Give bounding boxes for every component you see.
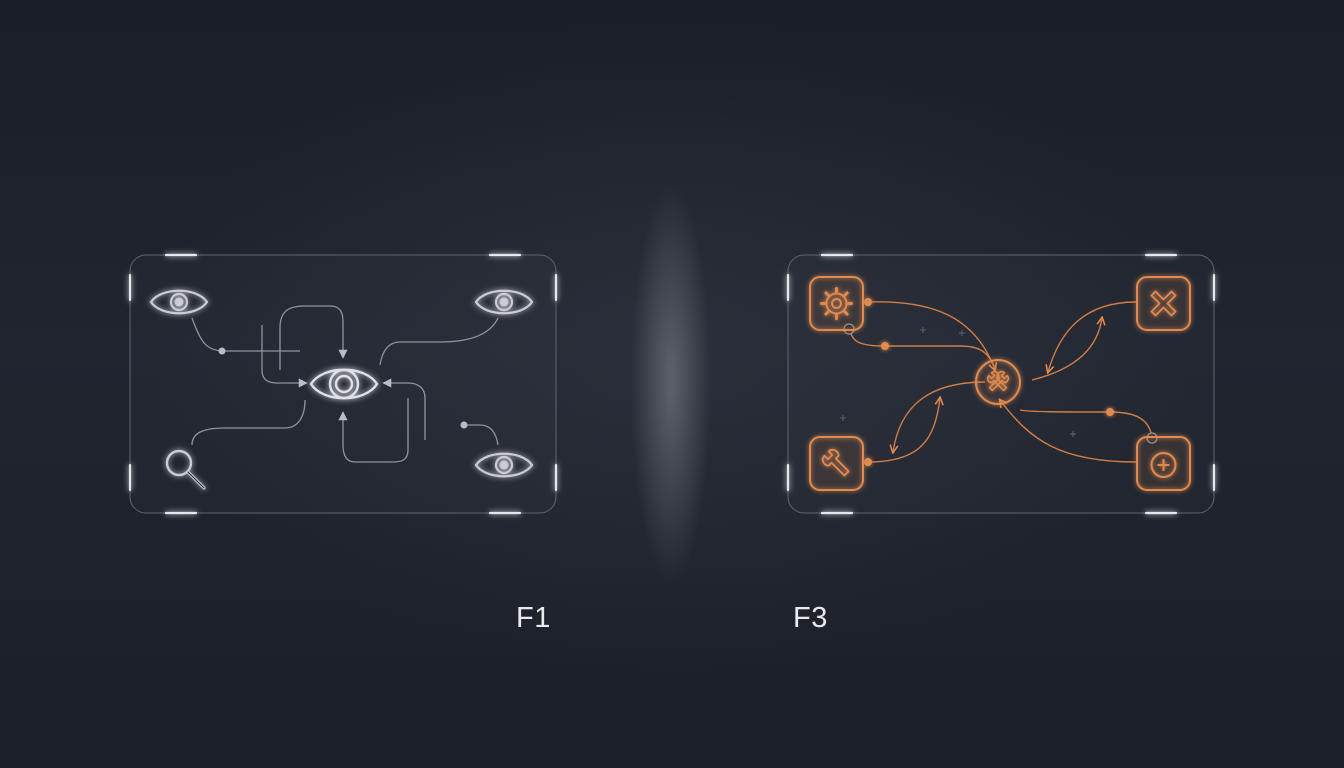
gear-node: [809, 276, 864, 331]
connector-bottom-loop: [338, 398, 409, 463]
connector-plus-to-center: [1000, 400, 1137, 463]
connector-dot: [864, 458, 872, 466]
connector-topleft-arrow: [261, 325, 308, 388]
eye-icon: [474, 452, 534, 478]
eye-icon: [149, 289, 209, 315]
gear-icon: [820, 287, 853, 320]
connector-center-to-close: [1031, 318, 1102, 381]
connector-dot: [881, 342, 889, 350]
plus-circle-icon: [1150, 452, 1177, 478]
tools-icon: [986, 370, 1010, 392]
left-panel: [128, 253, 558, 515]
right-connectors: [849, 301, 1153, 463]
left-panel-corner-accents: [128, 253, 558, 515]
connector-bottomleft-to-center: [191, 399, 306, 446]
center-tools-node: [975, 359, 1021, 405]
eye-icon: [474, 289, 534, 315]
right-panel-corner-accents: [786, 253, 1216, 515]
right-panel-frame: [787, 254, 1215, 514]
connector-dot: [864, 298, 872, 306]
connector-gear-to-center: [867, 301, 995, 370]
magnifier-icon: [165, 449, 206, 490]
close-icon: [1150, 290, 1177, 317]
eye-target-icon: [309, 368, 379, 400]
connector-gear-lower: [849, 329, 996, 369]
center-divider: [631, 40, 711, 700]
connector-dots: [864, 298, 1114, 466]
left-panel-label: F1: [516, 602, 551, 634]
connector-bottomright: [464, 424, 499, 446]
connector-top-loop: [279, 305, 348, 370]
left-panel-frame: [129, 254, 557, 514]
connector-center-to-wrench: [893, 381, 986, 452]
right-panel: [786, 253, 1216, 515]
wrench-node: [809, 436, 864, 491]
wrench-icon: [821, 448, 850, 477]
connector-wrench-to-center: [867, 398, 940, 463]
connector-close-to-center: [1048, 301, 1137, 372]
right-panel-label: F3: [793, 602, 828, 634]
connector-dot: [1106, 408, 1114, 416]
close-node: [1136, 276, 1191, 331]
connector-right-arrow: [382, 378, 426, 440]
connector-dot: [460, 421, 468, 429]
plus-node: [1136, 436, 1191, 491]
connector-dot: [218, 347, 226, 355]
connector-topright-to-center: [379, 317, 499, 366]
background-plus-marks: [840, 327, 1076, 437]
